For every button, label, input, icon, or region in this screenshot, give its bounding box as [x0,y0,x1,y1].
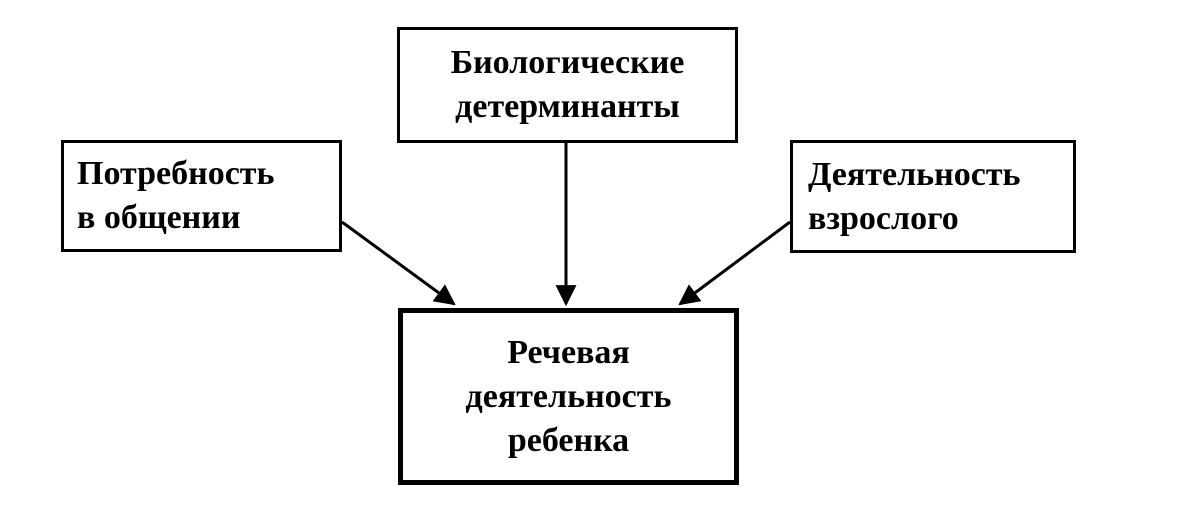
node-need-line-2: в общении [77,199,241,236]
arrow-adult-to-speech [678,220,791,306]
node-child-speech-activity: Речевая деятельность ребенка [398,308,739,485]
node-bio-line-2: детерминанты [455,88,680,125]
node-adult-line-2: взрослого [808,199,959,237]
node-speech-line-2: деятельность [465,377,672,415]
node-need-line-1: Потребность [77,155,275,192]
node-speech-line-3: ребенка [507,421,630,459]
arrow-need-to-speech [341,220,456,306]
node-adult-activity: Деятельность взрослого [790,140,1076,253]
node-need-for-communication: Потребность в общении [61,140,342,252]
node-biological-determinants: Биологические детерминанты [397,27,738,143]
node-bio-line-1: Биологические [450,44,685,81]
node-adult-line-1: Деятельность [808,155,1021,193]
node-speech-line-1: Речевая [507,333,630,371]
